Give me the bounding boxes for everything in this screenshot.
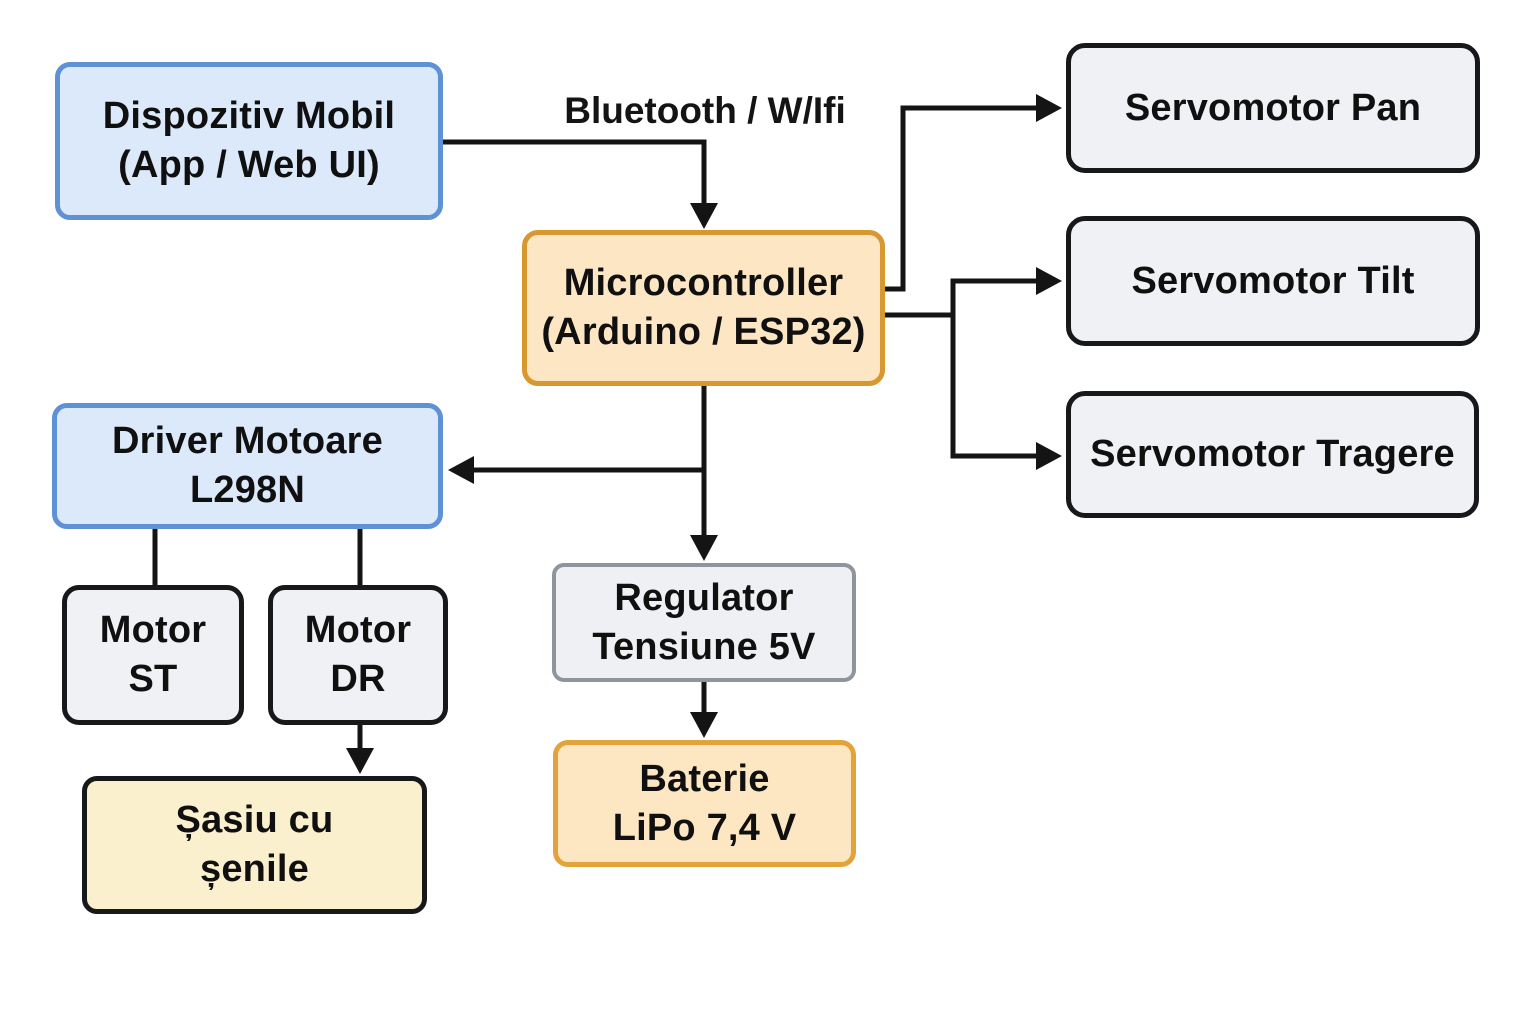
node-servomotor-pan: Servomotor Pan bbox=[1066, 43, 1480, 173]
arrowhead-into-baterie bbox=[690, 712, 718, 738]
node-dispozitiv-mobil: Dispozitiv Mobil (App / Web UI) bbox=[55, 62, 443, 220]
arrowhead-into-sasiu bbox=[346, 748, 374, 774]
node-servomotor-tilt: Servomotor Tilt bbox=[1066, 216, 1480, 346]
node-microcontroller: Microcontroller (Arduino / ESP32) bbox=[522, 230, 885, 386]
node-motor-dr: Motor DR bbox=[268, 585, 448, 725]
arrowhead-into-servo-tragere bbox=[1036, 442, 1062, 470]
arrowhead-into-servo-tilt bbox=[1036, 267, 1062, 295]
node-servomotor-tragere: Servomotor Tragere bbox=[1066, 391, 1479, 518]
arrowhead-into-microcontroller bbox=[690, 203, 718, 229]
edge-microcontroller-to-servo-pan bbox=[883, 105, 1038, 292]
node-motor-st: Motor ST bbox=[62, 585, 244, 725]
node-sasiu-cu-senile: Șasiu cu șenile bbox=[82, 776, 427, 914]
arrowhead-into-servo-pan bbox=[1036, 94, 1062, 122]
node-regulator-tensiune: Regulator Tensiune 5V bbox=[552, 563, 856, 682]
edge-microcontroller-to-servo-tragere bbox=[950, 315, 1038, 459]
arrowhead-into-driver bbox=[448, 456, 474, 484]
node-driver-motoare: Driver Motoare L298N bbox=[52, 403, 443, 529]
node-baterie-lipo: Baterie LiPo 7,4 V bbox=[553, 740, 856, 867]
edge-dispozitiv-to-microcontroller bbox=[442, 139, 707, 214]
connection-label-bluetooth-wifi: Bluetooth / W/Ifi bbox=[564, 90, 846, 131]
edge-microcontroller-to-servo-tilt bbox=[883, 278, 1038, 318]
arrowhead-into-regulator bbox=[690, 535, 718, 561]
